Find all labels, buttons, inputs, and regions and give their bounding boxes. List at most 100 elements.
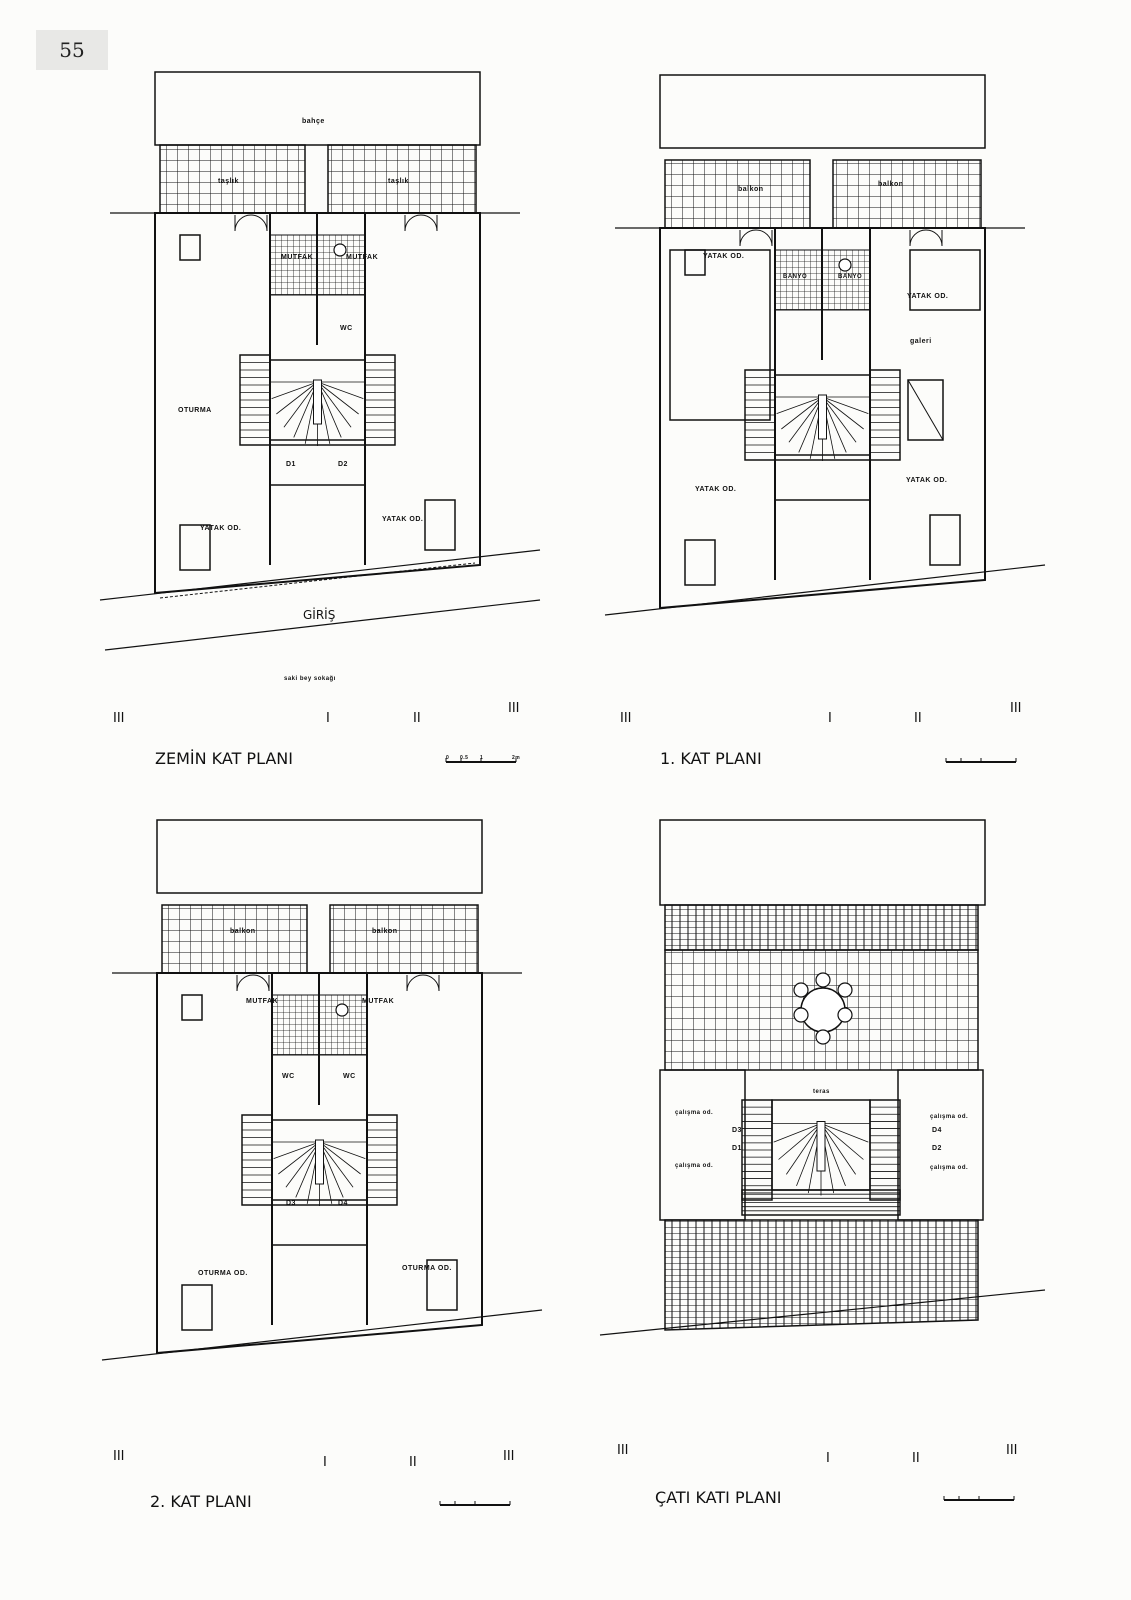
street-line — [104, 599, 541, 651]
sink-icon — [335, 1003, 349, 1017]
chair-icon — [793, 1007, 809, 1023]
wc-left-label: WC — [282, 1073, 295, 1080]
section-mark-1: I — [326, 711, 330, 726]
scale-tick-2m: 2m — [512, 755, 520, 761]
door-d2-label: D2 — [932, 1145, 942, 1152]
garden-boundary — [659, 74, 986, 149]
door-swing — [236, 974, 270, 992]
street-line — [599, 1289, 1046, 1336]
door-d4-label: D4 — [338, 1200, 348, 1207]
plan-geometry — [99, 71, 1046, 1506]
door-d2-label: D2 — [338, 461, 348, 468]
ground-floor-plan: bahçe taşlık taşlık MUTFAK MUTFAK WC OTU… — [155, 118, 423, 768]
stair-tread — [822, 396, 857, 443]
terrace-label: teras — [813, 1089, 830, 1095]
gallery-label: galeri — [910, 338, 932, 345]
kitchen-right-label: MUTFAK — [362, 998, 394, 1005]
bed-icon — [181, 1284, 213, 1331]
door-d3-label: D3 — [286, 1200, 296, 1207]
stair-tread — [781, 396, 823, 430]
door-d3-label: D3 — [732, 1127, 742, 1134]
stair-core — [816, 1121, 826, 1172]
door-swing — [234, 214, 268, 232]
entrance-label: GİRİŞ — [303, 607, 335, 622]
door-swing — [406, 974, 440, 992]
plan-first — [604, 74, 1046, 616]
stair-tread — [822, 396, 869, 414]
roof-floor-plan: teras çalışma od. çalışma od. çalışma od… — [655, 1089, 968, 1507]
chair-icon — [837, 1007, 853, 1023]
section-mark-3: III — [620, 711, 632, 726]
section-mark-3: III — [617, 1443, 629, 1458]
wc-label: WC — [340, 325, 353, 332]
bed-icon — [424, 499, 456, 551]
second-floor-plan: balkon balkon MUTFAK MUTFAK WC WC D3 D4 … — [150, 928, 451, 1511]
table-icon — [800, 987, 846, 1033]
street-line — [101, 1309, 543, 1361]
bedroom-br-label: YATAK OD. — [906, 477, 947, 484]
study-2-label: çalışma od. — [675, 1163, 713, 1169]
section-mark-2: II — [413, 711, 421, 726]
first-floor-plan: balkon balkon YATAK OD. YATAK OD. YATAK … — [660, 181, 948, 768]
landing — [269, 444, 366, 486]
terrace-right-label: taşlık — [388, 178, 409, 185]
plan-ground — [99, 71, 541, 651]
sink-icon — [838, 258, 852, 272]
bedroom-room — [669, 249, 771, 421]
bed-icon — [179, 524, 211, 571]
stair-tread — [786, 1123, 822, 1175]
plan-second — [101, 819, 543, 1361]
scale-tick-0: 0 — [446, 755, 449, 761]
stair-tread — [822, 396, 864, 430]
kitchen-right-label: MUTFAK — [346, 254, 378, 261]
section-mark-1: I — [826, 1451, 830, 1466]
wet-area-tiles — [269, 234, 366, 296]
chair-icon — [815, 1029, 831, 1045]
section-marks: III III I II III III I II III III I II I… — [113, 701, 1022, 1470]
stair-tread — [273, 1141, 320, 1159]
door-d4-label: D4 — [932, 1127, 942, 1134]
section-mark-3: III — [1010, 701, 1022, 716]
balcony-left-label: balkon — [738, 186, 764, 193]
bed-icon — [909, 249, 981, 311]
study-4-label: çalışma od. — [930, 1165, 968, 1171]
terrace-tiles-left — [664, 159, 811, 229]
stair-tread — [271, 381, 318, 399]
garden-boundary — [156, 819, 483, 894]
scale-tick-half: 0.5 — [460, 755, 468, 761]
bedroom-right-label: YATAK OD. — [382, 516, 423, 523]
section-mark-2: II — [914, 711, 922, 726]
stair-tread — [276, 381, 318, 415]
bath-right-label: BANYO — [838, 274, 862, 280]
chair-icon — [793, 982, 809, 998]
living-left-label: OTURMA OD. — [198, 1270, 248, 1277]
chair-icon — [815, 972, 831, 988]
page-number: 55 — [36, 30, 108, 70]
stair-tread — [319, 1141, 366, 1159]
chair-icon — [837, 982, 853, 998]
section-mark-3: III — [113, 711, 125, 726]
stair-tread — [778, 1123, 822, 1160]
kitchen-left-label: MUTFAK — [246, 998, 278, 1005]
plan-title: ÇATI KATI PLANI — [655, 1488, 782, 1507]
plan-title: ZEMİN KAT PLANI — [155, 749, 293, 768]
stair-tread — [319, 1141, 354, 1188]
bed-icon — [426, 1259, 458, 1311]
scale-bars: 0 0.5 1 2m — [446, 755, 520, 761]
roof-tiles — [664, 904, 979, 951]
bedroom-left-label: YATAK OD. — [200, 525, 241, 532]
stair-tread — [278, 1141, 320, 1175]
plan-roof — [599, 819, 1046, 1336]
stair-tread — [788, 396, 823, 443]
landing — [774, 459, 871, 501]
study-1-label: çalışma od. — [675, 1110, 713, 1116]
stair-core — [315, 1139, 324, 1185]
door-swing — [909, 229, 943, 247]
section-mark-1: I — [828, 711, 832, 726]
table-icon — [181, 994, 203, 1021]
street-label: saki bey sokağı — [284, 676, 336, 682]
stair-tread — [317, 381, 364, 399]
balcony-right-label: balkon — [372, 928, 398, 935]
garden-label: bahçe — [302, 118, 325, 125]
bath-left-label: BANYO — [783, 274, 807, 280]
